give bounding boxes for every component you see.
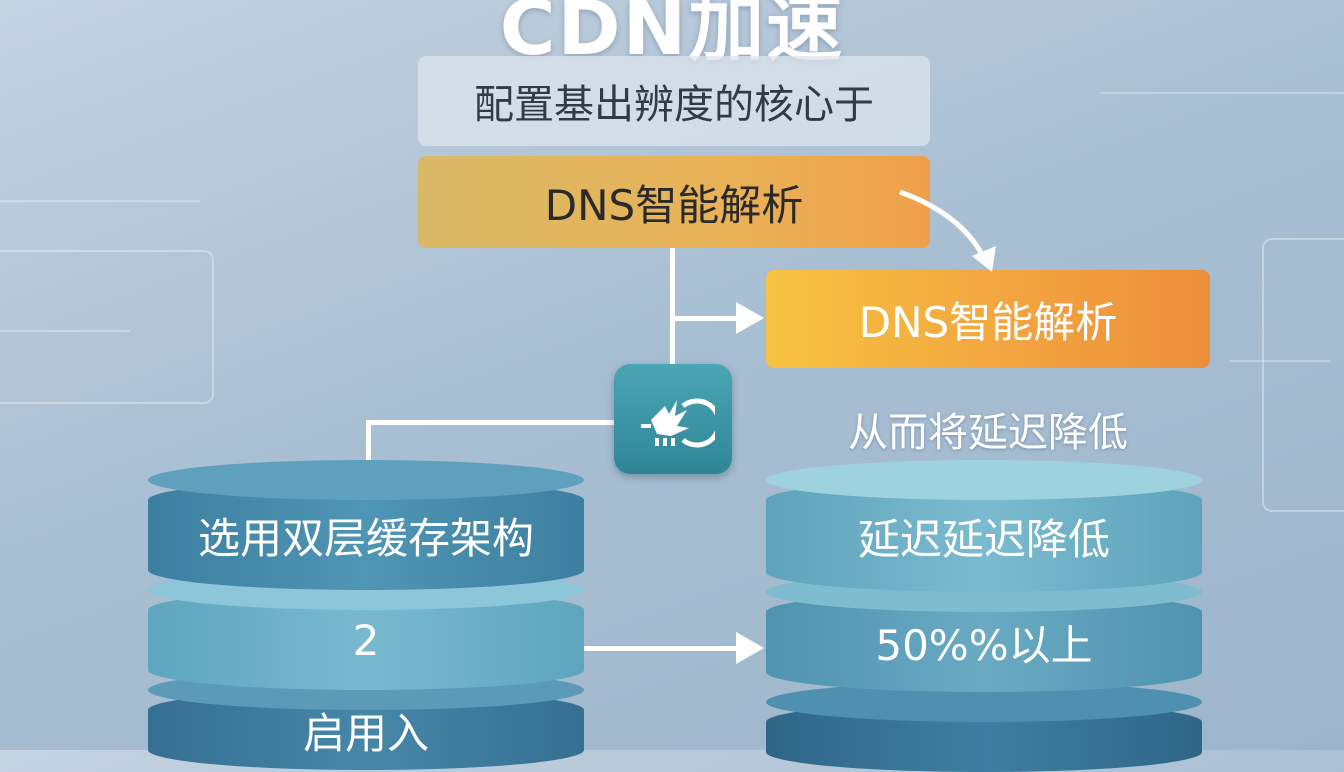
curved-arrow — [899, 189, 989, 264]
dns-primary-box: DNS智能解析 — [418, 156, 930, 248]
arrow-head-to-right-stack — [736, 632, 764, 664]
curved-arrow-head — [972, 246, 996, 272]
bg-circuit-panel-left — [0, 250, 214, 404]
connector-left-down — [366, 420, 371, 482]
subtitle-box: 配置基出辨度的核心于 — [418, 56, 930, 146]
connector-stack-bridge — [584, 646, 740, 651]
hub-node — [614, 364, 732, 474]
bg-circuit-panel-right — [1262, 238, 1344, 512]
bg-circuit-line — [0, 200, 200, 202]
left-layer-2: 2 — [148, 570, 584, 690]
right-layer-2: 50%%以上 — [766, 572, 1202, 692]
connector-horizontal-to-dns — [670, 316, 740, 321]
bg-circuit-line — [0, 330, 130, 332]
right-layer-1-cap — [766, 460, 1202, 500]
left-layer-3: 启用入 — [148, 670, 584, 770]
latency-caption: 从而将延迟降低 — [848, 410, 1128, 456]
dns-primary-label: DNS智能解析 — [544, 180, 804, 230]
right-layer-1-label: 延迟延迟降低 — [857, 514, 1110, 564]
dns-secondary-label: DNS智能解析 — [858, 297, 1118, 347]
left-layer-1-label: 选用双层缓存架构 — [197, 513, 534, 563]
bg-circuit-line — [1230, 360, 1330, 362]
left-layer-1-cap — [148, 460, 584, 500]
subtitle-text: 配置基出辨度的核心于 — [474, 82, 874, 128]
right-layer-1: 延迟延迟降低 — [766, 460, 1202, 592]
right-layer-2-label: 50%%以上 — [875, 620, 1093, 670]
right-layer-3 — [766, 682, 1202, 772]
speed-burst-icon — [641, 398, 715, 448]
left-layer-3-label: 启用入 — [302, 708, 429, 758]
connector-hub-left — [366, 420, 614, 425]
connector-vertical-main — [670, 248, 675, 364]
dns-secondary-box: DNS智能解析 — [766, 270, 1210, 368]
left-layer-1: 选用双层缓存架构 — [148, 460, 584, 590]
bg-circuit-line — [1100, 92, 1344, 94]
left-layer-2-label: 2 — [352, 615, 380, 665]
arrow-head-to-dns — [736, 302, 764, 334]
arrow-layer — [0, 0, 1344, 750]
